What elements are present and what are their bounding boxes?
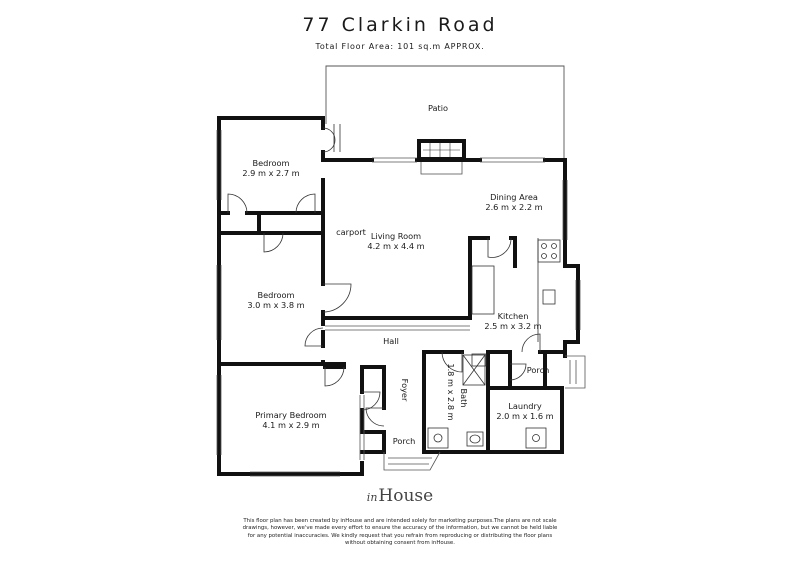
room-bath-size: 1.8 m x 2.8 m bbox=[446, 363, 456, 420]
room-foyer: Foyer bbox=[400, 379, 410, 402]
room-patio: Patio bbox=[428, 103, 448, 113]
fireplace bbox=[417, 139, 466, 175]
room-bedroom2-size: 3.0 m x 3.8 m bbox=[247, 300, 304, 310]
room-laundry-size: 2.0 m x 1.6 m bbox=[496, 411, 553, 421]
room-primary-name: Primary Bedroom bbox=[255, 410, 326, 420]
doors bbox=[227, 124, 541, 427]
room-kitchen-name: Kitchen bbox=[498, 311, 529, 321]
room-laundry-name: Laundry bbox=[508, 401, 542, 411]
disclaimer-text: This floor plan has been created by inHo… bbox=[242, 518, 558, 546]
room-carport: carport bbox=[336, 227, 366, 237]
room-porch-back: Porch bbox=[527, 365, 550, 375]
fixtures bbox=[427, 238, 561, 449]
room-bath-name: Bath bbox=[459, 388, 469, 407]
room-bedroom2-name: Bedroom bbox=[257, 290, 294, 300]
brand-logo: inHouse bbox=[0, 486, 800, 506]
room-dining-name: Dining Area bbox=[490, 192, 538, 202]
patio-area bbox=[325, 65, 565, 158]
plan-title: 77 Clarkin Road bbox=[302, 14, 498, 36]
room-bedroom-size: 2.9 m x 2.7 m bbox=[242, 168, 299, 178]
floor-area: Total Floor Area: 101 sq.m APPROX. bbox=[315, 42, 485, 51]
windows bbox=[216, 130, 586, 477]
room-porch-front: Porch bbox=[393, 436, 416, 446]
room-kitchen-size: 2.5 m x 3.2 m bbox=[484, 321, 541, 331]
room-dining-size: 2.6 m x 2.2 m bbox=[485, 202, 542, 212]
room-living-name: Living Room bbox=[371, 231, 421, 241]
room-bedroom-name: Bedroom bbox=[252, 158, 289, 168]
room-primary-size: 4.1 m x 2.9 m bbox=[262, 420, 319, 430]
room-hall: Hall bbox=[383, 336, 399, 346]
brand-prefix: in bbox=[366, 491, 378, 504]
brand-name: House bbox=[378, 486, 434, 506]
room-labels: Patio Bedroom 2.9 m x 2.7 m Dining Area … bbox=[242, 103, 553, 446]
walls bbox=[217, 116, 580, 476]
room-living-size: 4.2 m x 4.4 m bbox=[367, 241, 424, 251]
